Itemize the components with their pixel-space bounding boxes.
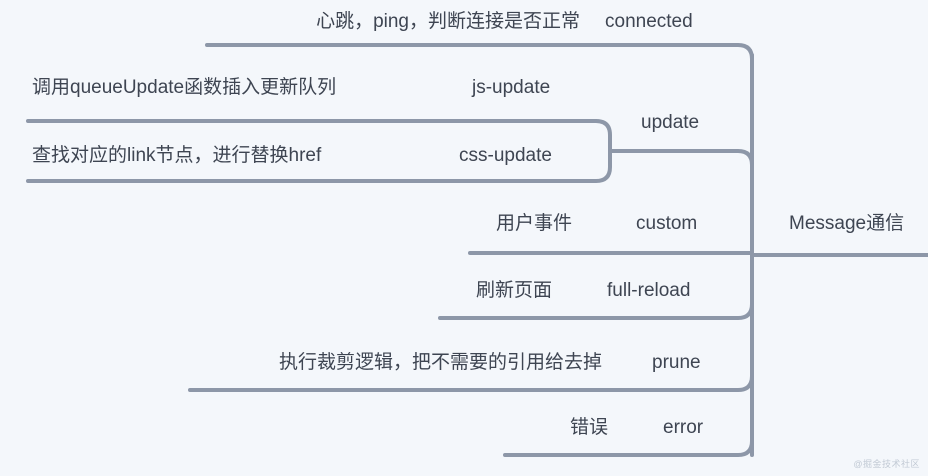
wire-error xyxy=(503,439,754,457)
node-description-error[interactable]: 错误 xyxy=(569,417,608,438)
node-key-update[interactable]: update xyxy=(641,112,700,133)
node-description-prune[interactable]: 执行裁剪逻辑，把不需要的引用给去掉 xyxy=(278,352,602,373)
wire-full-reload xyxy=(438,302,754,320)
node-description-full-reload[interactable]: 刷新页面 xyxy=(475,280,552,301)
node-description-css-update[interactable]: 查找对应的link节点，进行替换href xyxy=(32,145,322,166)
node-root-label[interactable]: Message通信 xyxy=(789,213,905,234)
node-description-connected[interactable]: 心跳，ping，判断连接是否正常 xyxy=(316,11,580,32)
node-key-css-update[interactable]: css-update xyxy=(459,145,552,166)
node-key-error[interactable]: error xyxy=(663,417,704,438)
node-description-custom[interactable]: 用户事件 xyxy=(495,213,572,234)
node-key-prune[interactable]: prune xyxy=(652,352,701,373)
wire-update-stem xyxy=(608,149,754,167)
node-description-js-update[interactable]: 调用queueUpdate函数插入更新队列 xyxy=(32,77,337,98)
node-key-full-reload[interactable]: full-reload xyxy=(607,280,691,301)
watermark: @掘金技术社区 xyxy=(853,459,920,469)
node-key-custom[interactable]: custom xyxy=(636,213,698,234)
node-key-js-update[interactable]: js-update xyxy=(472,77,551,98)
wire-prune xyxy=(188,374,754,392)
wire-connected xyxy=(205,43,754,61)
node-key-connected[interactable]: connected xyxy=(605,11,693,32)
